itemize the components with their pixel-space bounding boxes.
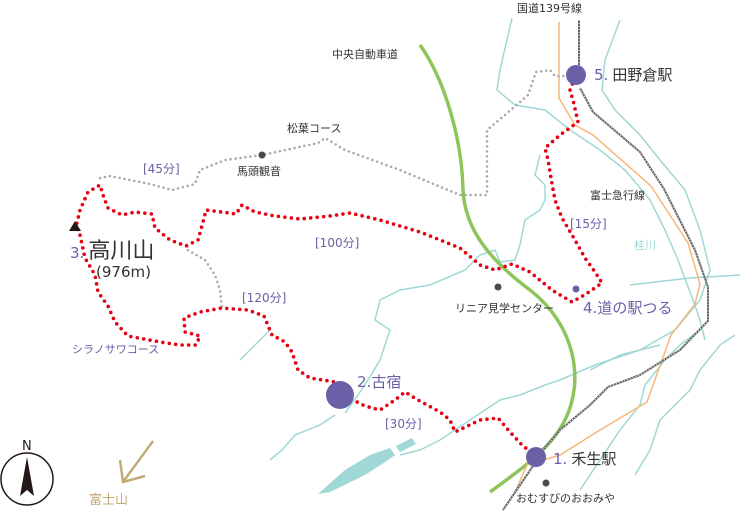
furujuku-marker[interactable]	[326, 381, 354, 409]
bato-kannon-marker	[258, 151, 266, 159]
omusubi-marker	[542, 479, 550, 487]
linear-center-label: リニア見学センター	[455, 301, 554, 315]
shoyo-course-label: 松葉コース	[287, 121, 341, 135]
route-139-label: 国道139号線	[517, 1, 582, 15]
kasei-station-marker[interactable]	[526, 447, 546, 467]
linear-center-marker	[494, 283, 502, 291]
stop-4-label: 4.道の駅つる	[583, 299, 672, 317]
summit-triangle-icon	[69, 221, 81, 231]
stop-2-label: 2.古宿	[357, 373, 401, 391]
time-120: [120分]	[242, 291, 286, 305]
time-100: [100分]	[315, 236, 359, 250]
time-45: [45分]	[143, 162, 180, 176]
mt-fuji-label: 富士山	[89, 492, 128, 508]
rivers	[239, 17, 741, 491]
bato-kannon-label: 馬頭観音	[237, 164, 281, 178]
michinoeki-marker[interactable]	[572, 285, 580, 293]
tanokura-station-marker[interactable]	[566, 65, 586, 85]
time-30: [30分]	[385, 417, 422, 431]
katsura-river-label: 桂川	[634, 238, 656, 252]
stop-1-label: 1.禾生駅	[553, 450, 616, 468]
time-15: [15分]	[570, 217, 607, 231]
stop-3-elevation: (976m)	[96, 263, 151, 281]
connector-trail	[186, 248, 224, 310]
expressway-label: 中央自動車道	[332, 47, 398, 61]
route-139-road	[514, 22, 701, 493]
north-compass-icon: N	[0, 439, 54, 506]
stop-3-label: 3.高川山	[70, 239, 154, 264]
north-label: N	[22, 439, 32, 454]
stop-5-label: 5.田野倉駅	[594, 66, 672, 84]
lake	[318, 438, 416, 494]
shoyo-trail	[98, 68, 570, 197]
omusubi-label: おむすびのおおみや	[516, 492, 615, 505]
hiking-route	[74, 75, 605, 458]
fujikyu-line-label: 富士急行線	[590, 188, 645, 202]
fujikyu-railway	[502, 20, 709, 511]
shiranosawa-course-label: シラノサワコース	[72, 343, 159, 356]
mt-fuji-direction-arrow-icon	[118, 440, 155, 484]
